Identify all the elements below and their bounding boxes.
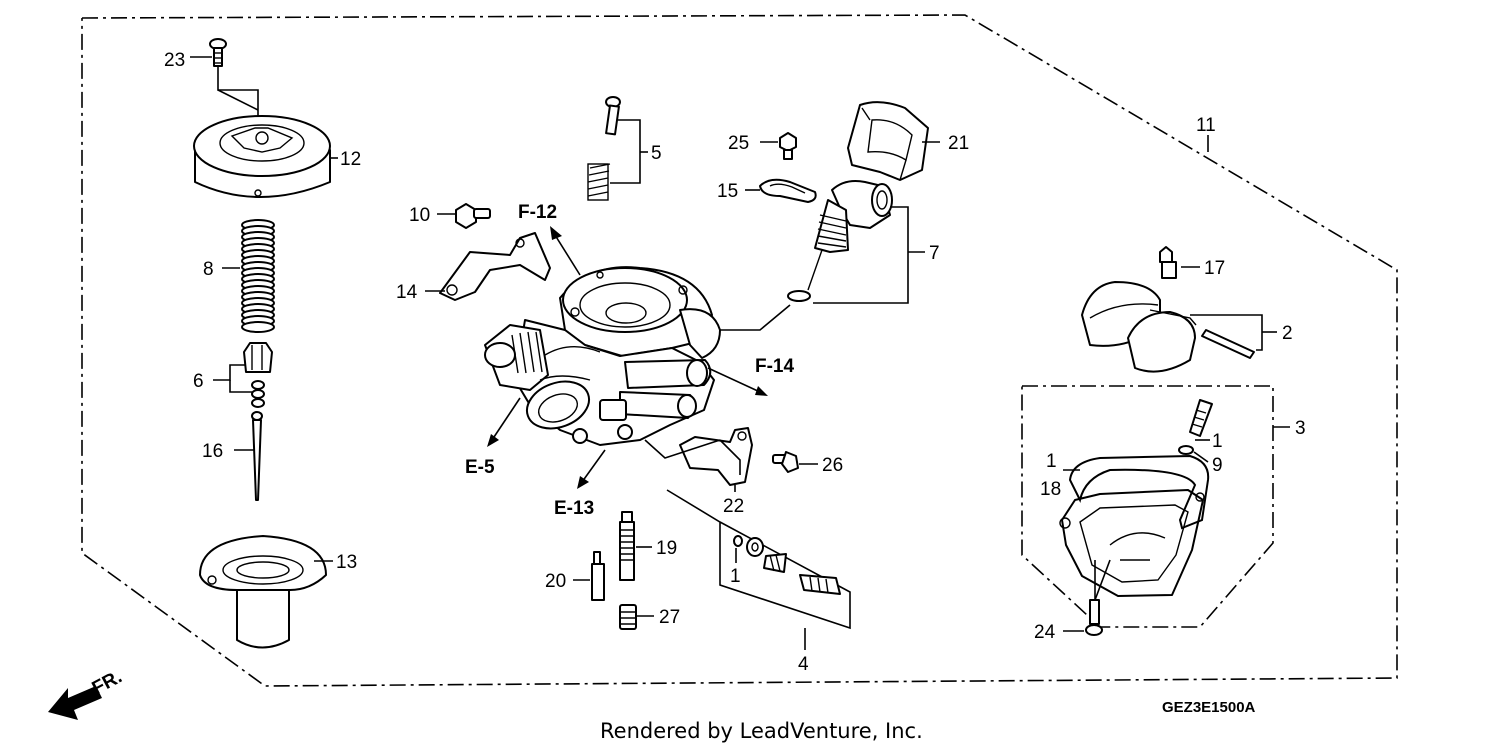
label-1-gasket: 1	[1046, 451, 1057, 472]
part-24-bolt	[1085, 599, 1103, 636]
label-21: 21	[948, 133, 969, 154]
label-13: 13	[336, 552, 357, 573]
part-15-gasket	[759, 178, 817, 203]
ref-e5: E-5	[465, 457, 495, 478]
label-18: 18	[1040, 479, 1061, 500]
part-21-cap	[847, 101, 929, 181]
label-16: 16	[202, 441, 223, 462]
part-23-screw	[209, 38, 227, 67]
label-1-kit: 1	[730, 566, 741, 587]
part-6-needle-holder	[243, 342, 273, 408]
label-19: 19	[656, 538, 677, 559]
label-20: 20	[545, 571, 566, 592]
part-26-bolt	[772, 451, 799, 473]
part-5-screw-spring	[587, 96, 621, 201]
label-26: 26	[822, 455, 843, 476]
front-direction-arrow	[48, 686, 102, 720]
label-15: 15	[717, 181, 738, 202]
label-24: 24	[1034, 622, 1056, 643]
label-4: 4	[798, 654, 809, 675]
label-27: 27	[659, 607, 680, 628]
part-10-bolt	[455, 203, 491, 229]
part-4-screw-kit	[733, 535, 841, 595]
part-25-small-bolt	[779, 132, 797, 160]
label-25: 25	[728, 133, 749, 154]
part-19-jet	[619, 511, 635, 581]
part-3-group-box	[1021, 385, 1274, 628]
carburetor-body	[484, 266, 721, 446]
assembly-frame	[81, 14, 1398, 687]
label-11: 11	[1196, 115, 1216, 136]
part-22-bracket	[679, 427, 753, 486]
part-17-float-valve	[1159, 246, 1177, 279]
label-22: 22	[723, 496, 744, 517]
drawing-code: GEZ3E1500A	[1162, 699, 1256, 716]
part-27-jet	[619, 604, 637, 630]
part-1-screw	[1178, 399, 1213, 455]
part-13-diaphragm-piston	[199, 535, 327, 649]
credit-line: Rendered by LeadVenture, Inc.	[600, 719, 923, 743]
part-7-fitting	[787, 180, 893, 302]
part-12-top-cap	[193, 115, 331, 198]
part-14-bracket	[439, 232, 551, 301]
ref-f12: F-12	[518, 202, 557, 223]
label-5: 5	[651, 143, 662, 164]
label-17: 17	[1204, 258, 1225, 279]
label-9: 9	[1212, 455, 1223, 476]
spring-coil	[241, 321, 275, 333]
label-2: 2	[1282, 323, 1293, 344]
label-23: 23	[164, 50, 185, 71]
part-8-spring	[241, 219, 275, 333]
part-2-float	[1081, 281, 1255, 373]
label-10: 10	[409, 205, 430, 226]
label-8: 8	[203, 259, 214, 280]
label-7: 7	[929, 243, 940, 264]
label-3: 3	[1295, 418, 1306, 439]
ref-e13: E-13	[554, 498, 594, 519]
part-20-jet	[591, 551, 605, 601]
label-6: 6	[193, 371, 204, 392]
label-14: 14	[396, 282, 418, 303]
part-16-jet-needle	[251, 411, 263, 501]
label-1-screw: 1	[1212, 431, 1223, 452]
part-3-float-chamber	[1059, 489, 1205, 597]
ref-f14: F-14	[755, 356, 795, 377]
part-18-gasket	[1068, 454, 1210, 530]
label-12: 12	[340, 149, 361, 170]
